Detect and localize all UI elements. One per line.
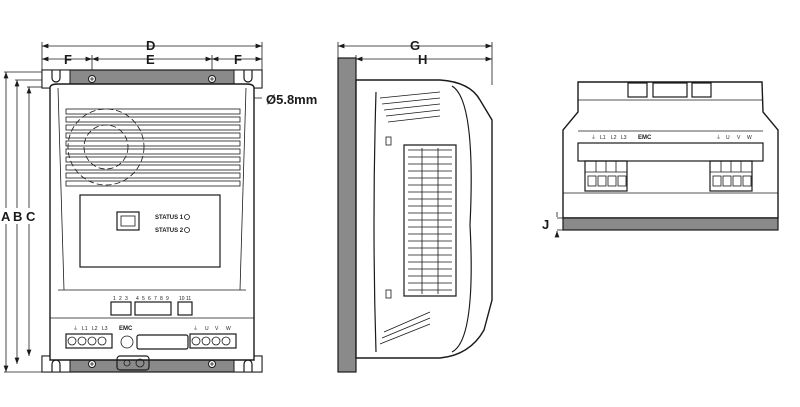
dim-label-e: E xyxy=(146,52,155,67)
emc-screw-icon xyxy=(120,335,134,349)
mounting-hole-icon xyxy=(208,75,216,83)
drive-body xyxy=(49,83,255,361)
dim-label-c: C xyxy=(26,209,36,224)
dim-label-g: G xyxy=(410,38,420,53)
dim-label-b: B xyxy=(13,209,22,224)
status-2-label: STATUS 2 xyxy=(155,228,184,234)
fan-outline xyxy=(67,108,145,186)
svg-text:EMC: EMC xyxy=(638,135,652,141)
mounting-hole-icon xyxy=(88,75,96,83)
svg-text:⏚: ⏚ xyxy=(591,134,596,141)
dim-label-j: J xyxy=(542,217,549,232)
mounting-plate-edge xyxy=(562,217,779,231)
svg-text:L3: L3 xyxy=(621,135,627,141)
mounting-plate-side xyxy=(337,57,357,373)
vent-grille xyxy=(65,108,241,187)
svg-text:⏚: ⏚ xyxy=(716,134,721,141)
status-2-led-icon xyxy=(184,227,190,233)
svg-text:L1: L1 xyxy=(82,326,88,332)
status-1-led-icon xyxy=(184,214,190,220)
svg-text:W: W xyxy=(747,135,752,141)
svg-text:7: 7 xyxy=(154,296,157,302)
svg-text:1: 1 xyxy=(113,296,116,302)
svg-text:EMC: EMC xyxy=(119,326,133,332)
bottom-view: ⏚ L1 L2 L3 EMC ⏚ U V W J xyxy=(542,81,779,236)
status-panel xyxy=(79,194,221,268)
hole-diameter-label: Ø5.8mm xyxy=(266,92,317,107)
motor-terminal-block xyxy=(189,333,237,349)
svg-text:6: 6 xyxy=(148,296,151,302)
svg-text:L2: L2 xyxy=(611,135,617,141)
drive-body-side xyxy=(355,79,493,359)
dim-label-f-right: F xyxy=(234,52,242,67)
mounting-hole-icon xyxy=(208,360,216,368)
svg-text:8: 8 xyxy=(160,296,163,302)
mains-terminal-block xyxy=(65,333,113,349)
svg-text:L2: L2 xyxy=(92,326,98,332)
control-terminals: 1 2 3 4 5 6 7 8 9 10 11 xyxy=(110,296,193,316)
bottom-power-labels: ⏚ L1 L2 L3 EMC ⏚ U V W xyxy=(591,134,752,141)
svg-text:2: 2 xyxy=(119,296,122,302)
svg-text:10: 10 xyxy=(179,296,185,302)
front-view: D F E F A B C Ø5.8mm xyxy=(0,38,317,373)
power-terminal-labels: ⏚ L1 L2 L3 EMC ⏚ U V W xyxy=(73,325,231,332)
svg-text:U: U xyxy=(726,135,730,141)
ethernet-port-icon xyxy=(116,211,140,231)
side-view: G H xyxy=(337,38,493,373)
dim-label-f-left: F xyxy=(64,52,72,67)
dim-label-h: H xyxy=(418,52,427,67)
svg-text:11: 11 xyxy=(186,296,191,302)
svg-text:⏚: ⏚ xyxy=(73,325,78,332)
dim-label-a: A xyxy=(1,209,11,224)
svg-text:5: 5 xyxy=(142,296,145,302)
svg-text:U: U xyxy=(205,326,209,332)
drive-body-bottom xyxy=(562,81,779,219)
ground-icon xyxy=(135,358,145,368)
svg-text:V: V xyxy=(737,135,741,141)
dim-label-d: D xyxy=(146,38,155,53)
svg-text:4: 4 xyxy=(136,296,139,302)
svg-text:W: W xyxy=(226,326,231,332)
svg-text:⏚: ⏚ xyxy=(193,325,198,332)
status-1-label: STATUS 1 xyxy=(155,215,184,221)
mounting-hole-icon xyxy=(88,360,96,368)
svg-text:L1: L1 xyxy=(600,135,606,141)
svg-text:V: V xyxy=(215,326,219,332)
side-vent-grille xyxy=(408,148,452,294)
svg-text:L3: L3 xyxy=(102,326,108,332)
svg-text:9: 9 xyxy=(166,296,169,302)
svg-text:3: 3 xyxy=(125,296,128,302)
